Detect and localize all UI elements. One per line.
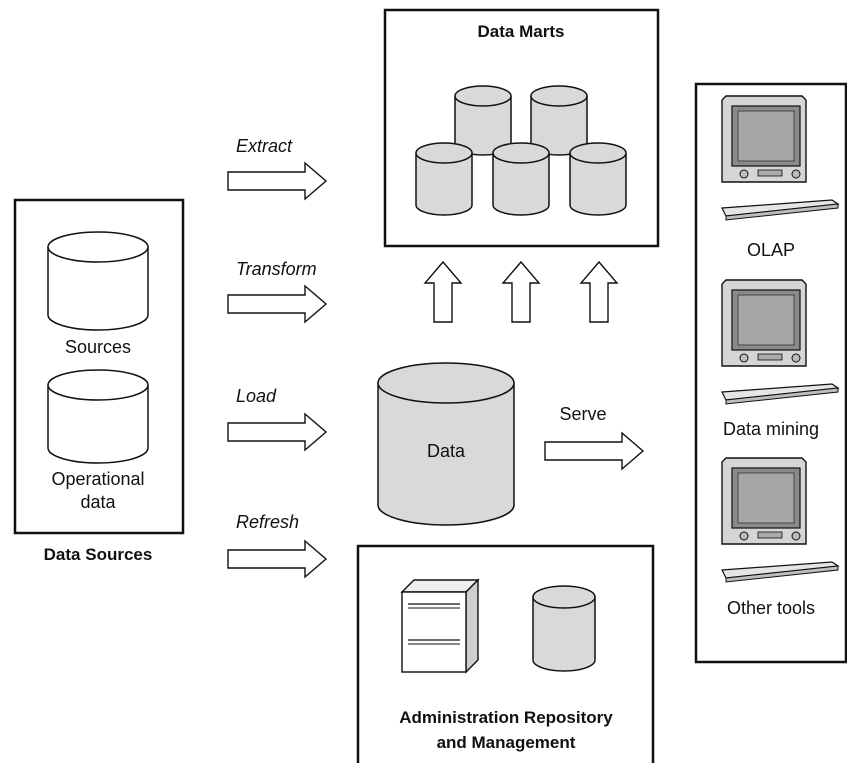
up-arrow-icon [423, 260, 463, 323]
administration-panel: Administration Repository and Management [356, 544, 655, 763]
serve-label: Serve [559, 404, 606, 424]
data-warehouse-cylinder-icon [377, 362, 515, 526]
load-arrow-icon [227, 412, 328, 452]
olap-computer-icon [721, 95, 840, 221]
mart-cylinder-icon [492, 142, 550, 216]
data-marts-title: Data Marts [478, 22, 565, 41]
admin-title-line2: and Management [437, 733, 576, 752]
data-marts-panel: Data Marts [383, 8, 660, 248]
data-label: Data [427, 441, 466, 461]
mart-cylinder-icon [569, 142, 627, 216]
mart-cylinder-icon [415, 142, 473, 216]
mart-cylinder-icon [530, 85, 588, 156]
repository-cylinder-icon [532, 585, 596, 672]
sources-cylinder-icon [47, 231, 149, 331]
extract-arrow-icon [227, 161, 328, 201]
extract-label: Extract [236, 136, 293, 156]
up-arrow-icon [501, 260, 541, 323]
other-tools-label: Other tools [727, 598, 815, 618]
data-mining-label: Data mining [723, 419, 819, 439]
admin-title-line1: Administration Repository [399, 708, 613, 727]
data-sources-title: Data Sources [44, 545, 153, 564]
transform-arrow-icon [227, 284, 328, 324]
operational-label-line2: data [80, 492, 116, 512]
refresh-arrow-icon [227, 539, 328, 579]
refresh-label: Refresh [236, 512, 299, 532]
other-tools-computer-icon [721, 457, 840, 583]
mart-cylinder-icon [454, 85, 512, 156]
sources-label: Sources [65, 337, 131, 357]
server-icon [400, 578, 480, 674]
operational-label-line1: Operational [51, 469, 144, 489]
load-label: Load [236, 386, 277, 406]
serve-arrow-icon [544, 431, 645, 471]
data-sources-panel: Sources Operational data [13, 198, 185, 535]
operational-data-cylinder-icon [47, 369, 149, 464]
olap-label: OLAP [747, 240, 795, 260]
data-mining-computer-icon [721, 279, 840, 405]
up-arrow-icon [579, 260, 619, 323]
transform-label: Transform [236, 259, 317, 279]
tools-panel: OLAP Data mining Other tools [694, 82, 847, 664]
